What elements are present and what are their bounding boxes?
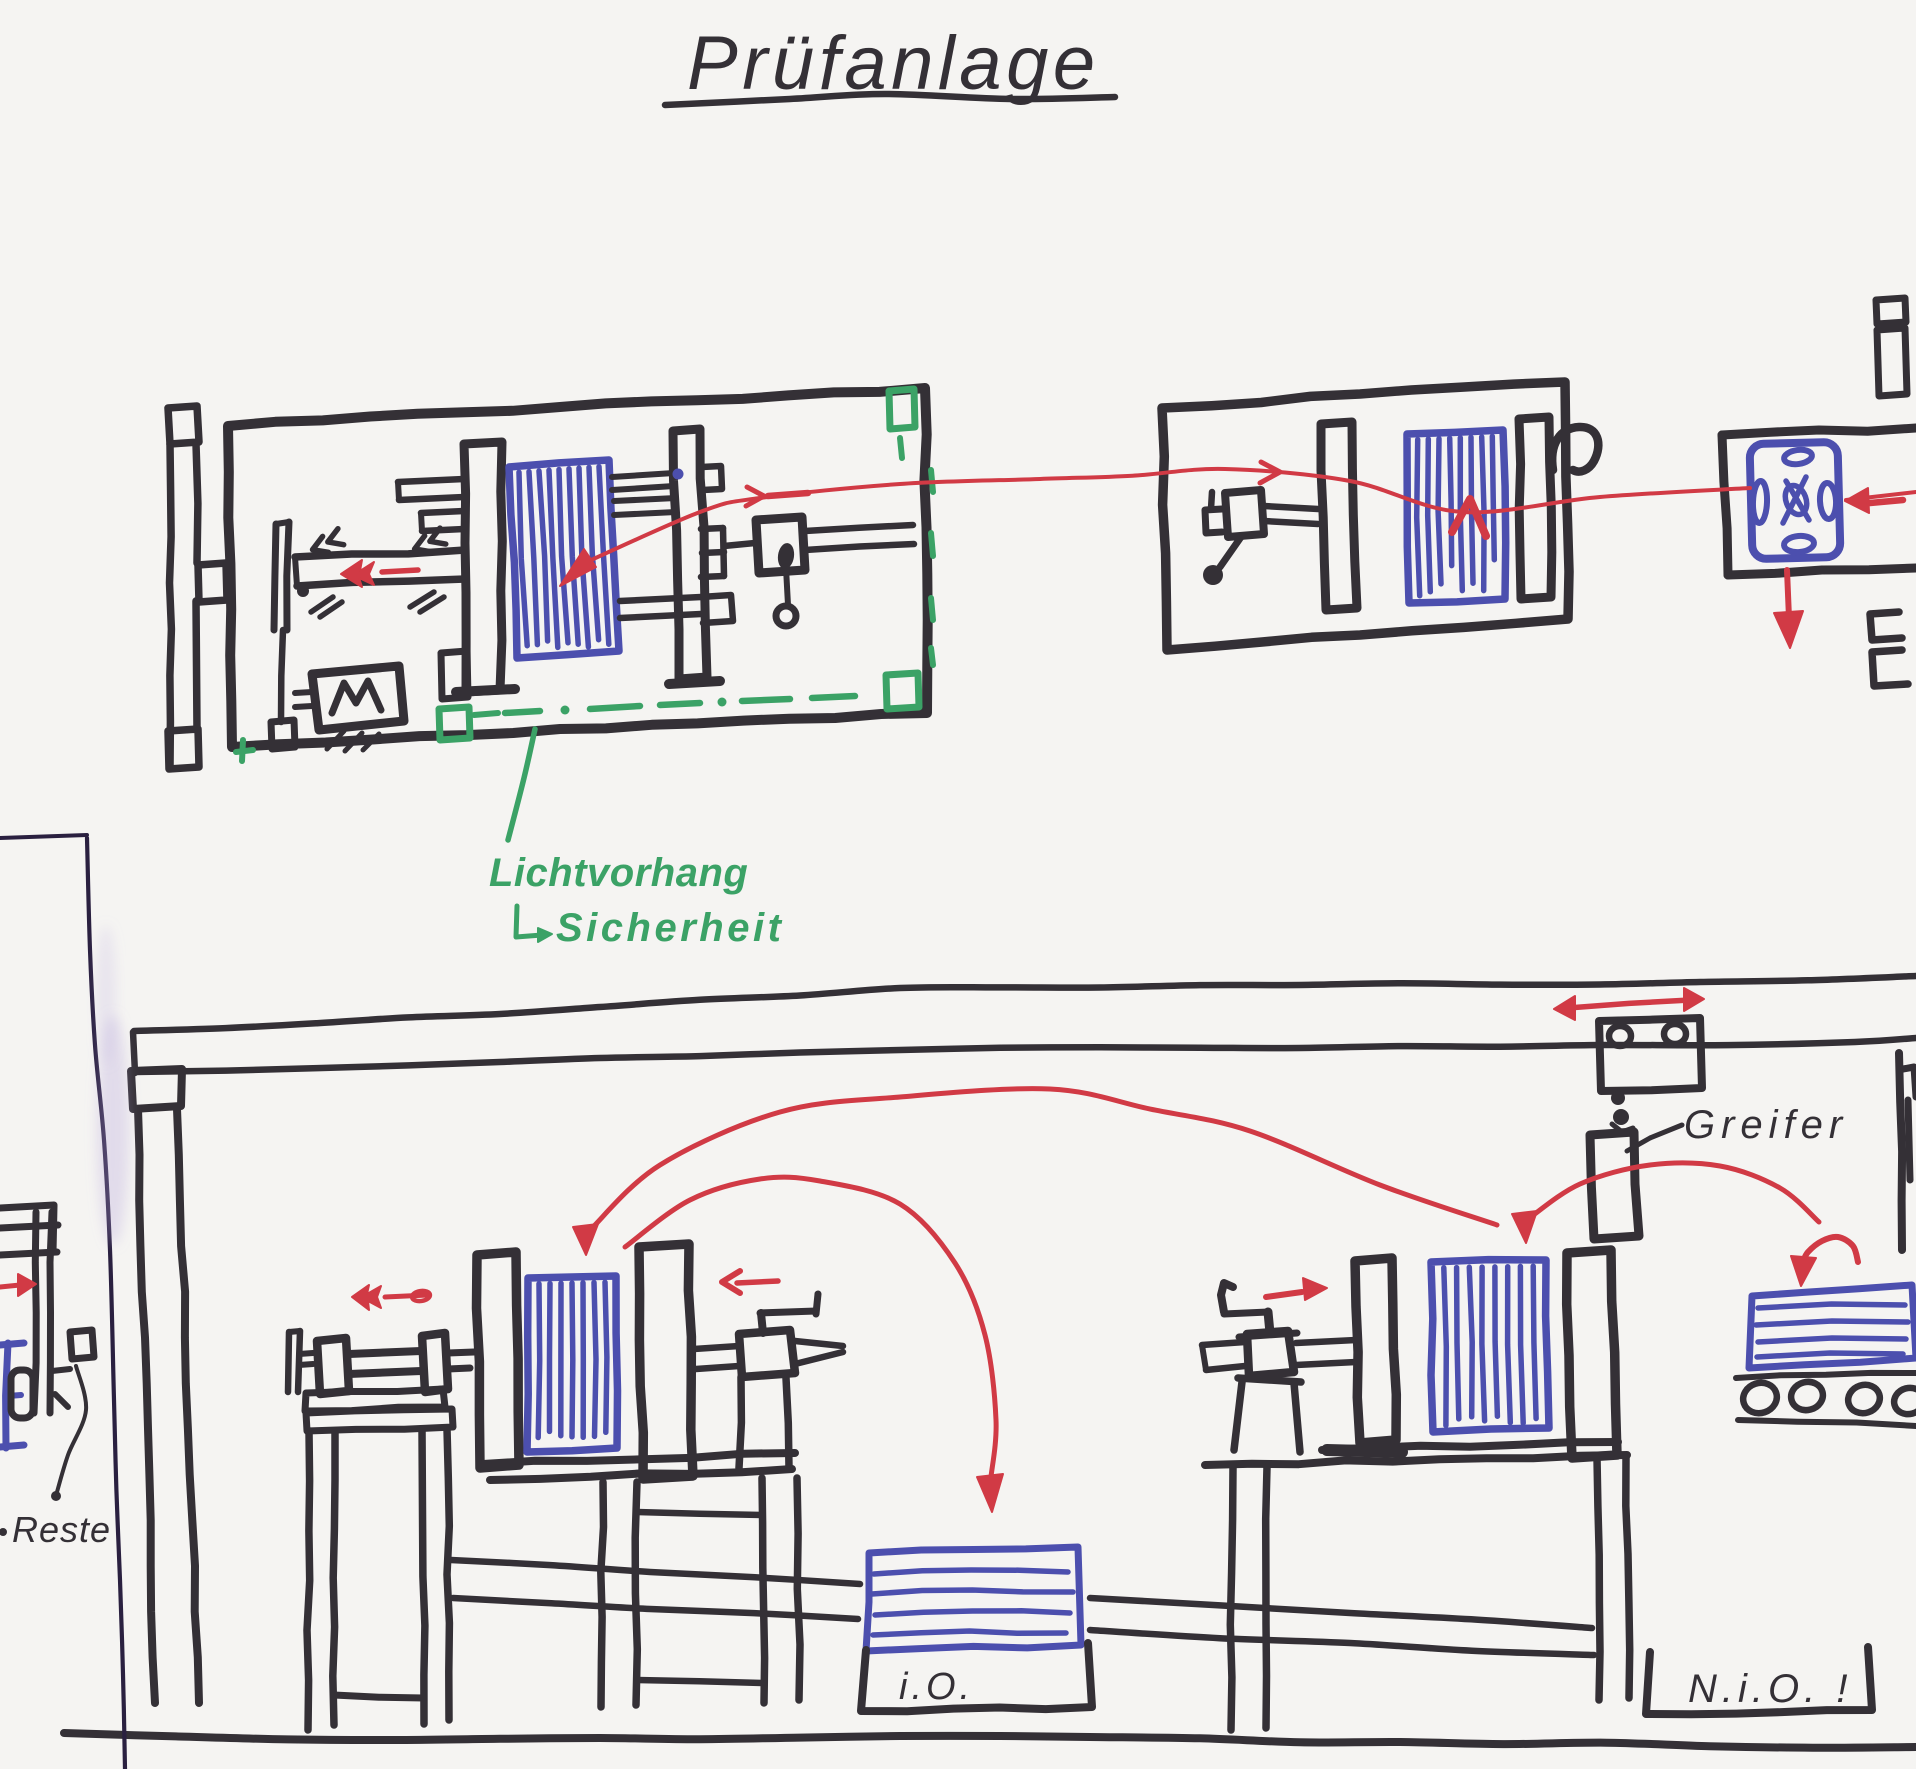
- svg-text:Lichtvorhang: Lichtvorhang: [489, 851, 748, 895]
- svg-text:N.i.O. !: N.i.O. !: [1688, 1667, 1852, 1711]
- svg-text:Greifer: Greifer: [1684, 1103, 1848, 1147]
- svg-text:i.O.: i.O.: [899, 1666, 974, 1708]
- svg-text:Reste: Reste: [12, 1509, 111, 1550]
- svg-text:Sicherheit: Sicherheit: [556, 906, 784, 950]
